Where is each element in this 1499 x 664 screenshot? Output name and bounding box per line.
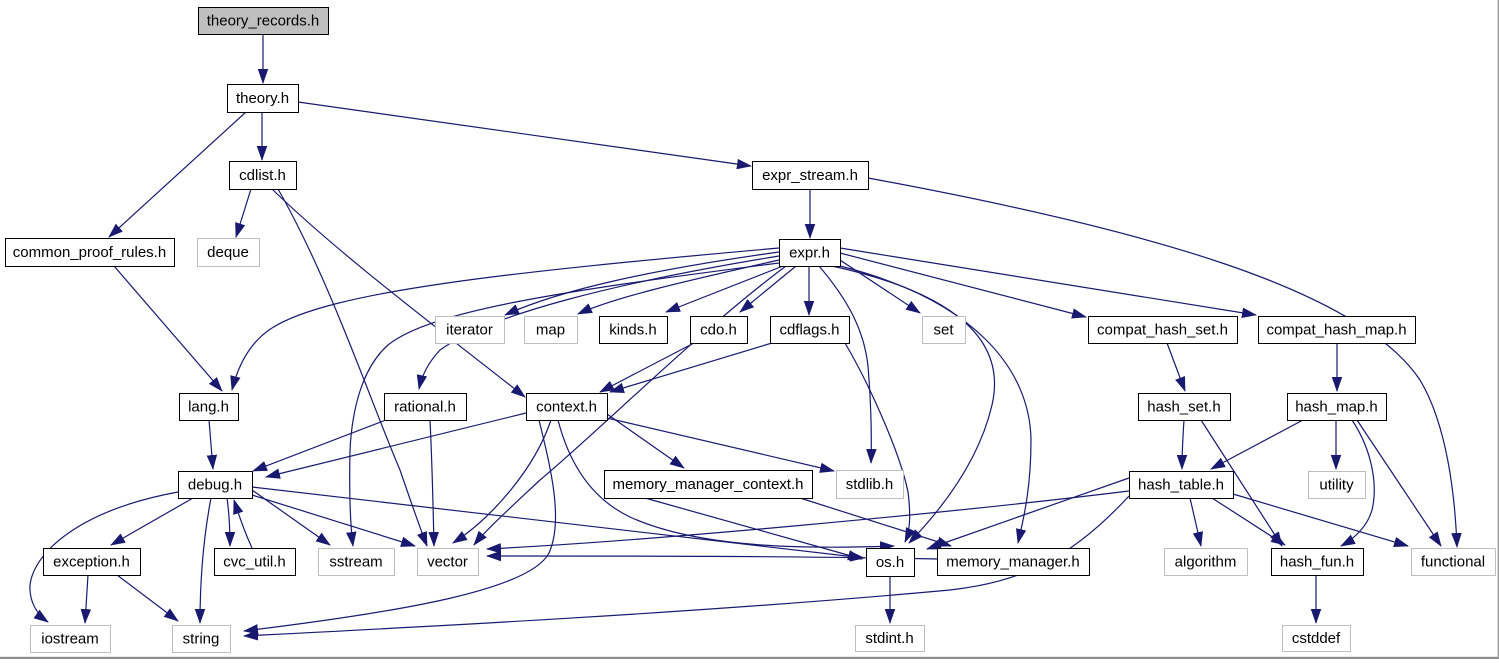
svg-text:cdo.h: cdo.h (700, 322, 737, 339)
svg-text:lang.h: lang.h (188, 399, 229, 416)
svg-text:hash_fun.h: hash_fun.h (1280, 554, 1354, 571)
svg-text:iterator: iterator (446, 322, 493, 339)
svg-text:cdflags.h: cdflags.h (779, 322, 839, 339)
svg-text:hash_set.h: hash_set.h (1147, 399, 1220, 416)
svg-text:string: string (183, 631, 220, 648)
svg-text:os.h: os.h (876, 554, 904, 571)
svg-text:expr.h: expr.h (789, 245, 830, 262)
svg-text:utility: utility (1319, 477, 1354, 494)
svg-text:rational.h: rational.h (394, 399, 456, 416)
svg-text:context.h: context.h (536, 399, 597, 416)
svg-text:hash_table.h: hash_table.h (1138, 477, 1224, 494)
svg-text:kinds.h: kinds.h (609, 322, 657, 339)
svg-text:exception.h: exception.h (53, 554, 130, 571)
svg-text:compat_hash_map.h: compat_hash_map.h (1266, 322, 1406, 339)
svg-text:expr_stream.h: expr_stream.h (762, 167, 858, 184)
svg-text:hash_map.h: hash_map.h (1295, 399, 1378, 416)
svg-text:memory_manager_context.h: memory_manager_context.h (613, 476, 804, 493)
svg-text:functional: functional (1421, 554, 1485, 571)
svg-text:cstddef: cstddef (1292, 630, 1341, 647)
svg-text:theory.h: theory.h (236, 90, 289, 107)
svg-text:debug.h: debug.h (188, 477, 242, 494)
svg-text:stdint.h: stdint.h (865, 630, 913, 647)
svg-text:theory_records.h: theory_records.h (207, 13, 320, 30)
svg-text:common_proof_rules.h: common_proof_rules.h (13, 244, 166, 261)
svg-text:deque: deque (207, 244, 249, 261)
svg-text:sstream: sstream (329, 554, 382, 571)
svg-text:set: set (933, 322, 954, 339)
svg-text:stdlib.h: stdlib.h (846, 476, 894, 493)
svg-text:map: map (536, 322, 565, 339)
svg-text:cdlist.h: cdlist.h (239, 167, 286, 184)
svg-text:vector: vector (427, 554, 468, 571)
svg-text:algorithm: algorithm (1175, 554, 1237, 571)
svg-text:iostream: iostream (41, 631, 99, 648)
svg-text:memory_manager.h: memory_manager.h (946, 554, 1079, 571)
svg-text:cvc_util.h: cvc_util.h (223, 554, 286, 571)
svg-text:compat_hash_set.h: compat_hash_set.h (1097, 322, 1228, 339)
